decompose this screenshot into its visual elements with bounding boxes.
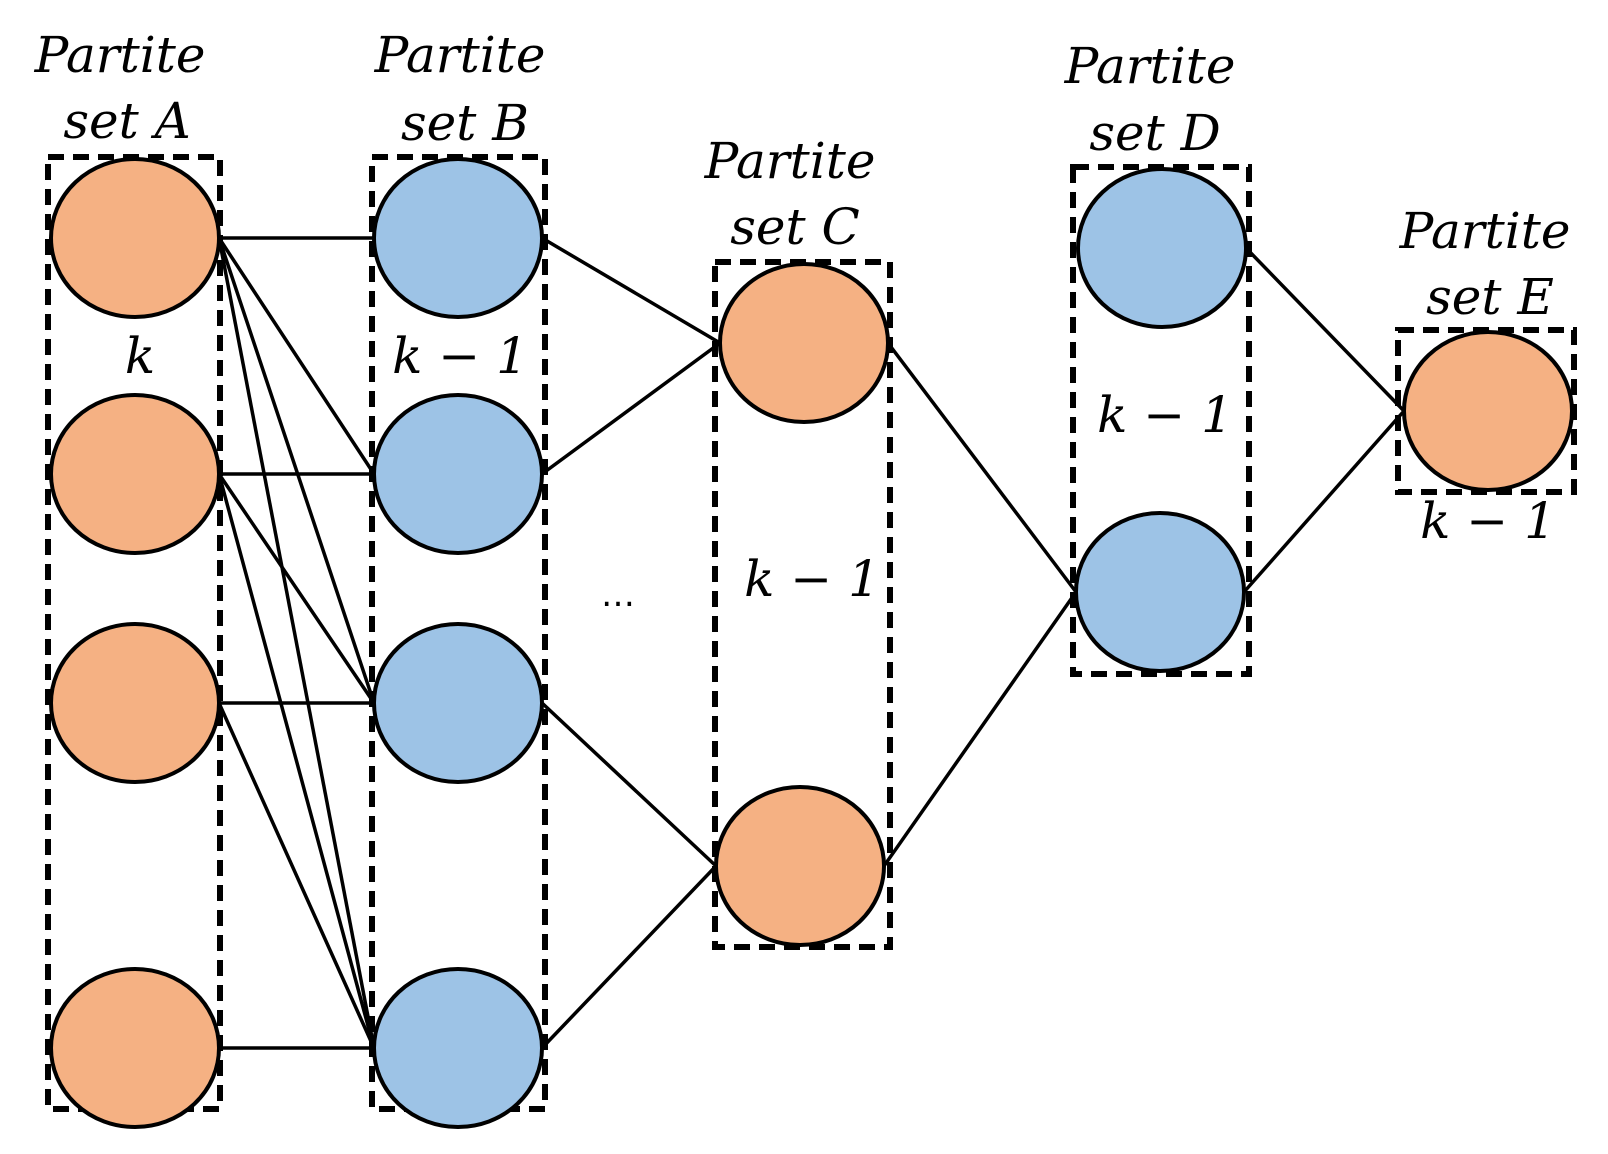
node-b3 — [372, 967, 544, 1129]
set-e-title-line2: set E — [1426, 268, 1554, 326]
partite-set-d: Partite set D k − 1 — [1064, 37, 1252, 677]
set-c-count-label: k − 1 — [744, 550, 880, 608]
set-a-count-label: k — [125, 327, 155, 385]
set-c-box — [712, 259, 893, 950]
set-d-title-line2: set D — [1089, 104, 1220, 162]
node-c0 — [718, 262, 890, 424]
edge-b1-c0 — [540, 341, 722, 476]
edge-d1-e0 — [1242, 409, 1406, 594]
node-a3 — [49, 967, 221, 1129]
set-b-title-line1: Partite — [374, 26, 546, 84]
node-a0 — [49, 157, 221, 319]
node-b0 — [372, 157, 544, 319]
set-b-title-line2: set B — [401, 94, 529, 152]
partite-set-a: Partite set A k — [34, 26, 223, 1129]
edge-a1-b3 — [217, 473, 376, 1049]
node-b2 — [372, 622, 544, 784]
set-c-title-line2: set C — [730, 198, 860, 256]
node-e0 — [1402, 330, 1574, 492]
edge-a2-b3 — [217, 702, 376, 1049]
edge-d0-e0 — [1244, 246, 1406, 413]
set-e-count-label: k − 1 — [1420, 492, 1556, 550]
partite-set-b: Partite set B k − 1 — [369, 26, 548, 1129]
set-c-title-line1: Partite — [704, 132, 876, 190]
set-e-title-line1: Partite — [1399, 202, 1571, 260]
edge-c0-d1 — [886, 341, 1078, 594]
set-a-title-line1: Partite — [34, 26, 206, 84]
edge-a0-b3 — [217, 237, 376, 1049]
edge-a0-b1 — [217, 237, 376, 475]
node-d1 — [1074, 511, 1246, 673]
set-d-count-label: k − 1 — [1097, 386, 1233, 444]
node-b1 — [372, 393, 544, 555]
edges-layer — [217, 236, 1406, 1050]
partite-set-e: Partite set E k − 1 — [1395, 202, 1577, 550]
node-a1 — [49, 393, 221, 555]
edge-b2-c1 — [540, 701, 718, 868]
set-b-count-label: k − 1 — [392, 327, 528, 385]
edge-c1-d1 — [882, 590, 1078, 868]
edge-a1-b2 — [217, 473, 376, 704]
set-d-title-line1: Partite — [1064, 37, 1236, 95]
node-c1 — [714, 785, 886, 947]
node-a2 — [49, 622, 221, 784]
ellipsis: … — [601, 575, 635, 615]
partite-set-c: Partite set C k − 1 — [704, 132, 893, 950]
edge-b3-c1 — [540, 864, 718, 1050]
edge-b0-c0 — [541, 236, 721, 345]
set-a-title-line2: set A — [63, 92, 190, 150]
set-d-box — [1070, 164, 1252, 677]
edge-a0-b2 — [217, 237, 376, 704]
node-d0 — [1076, 167, 1248, 329]
